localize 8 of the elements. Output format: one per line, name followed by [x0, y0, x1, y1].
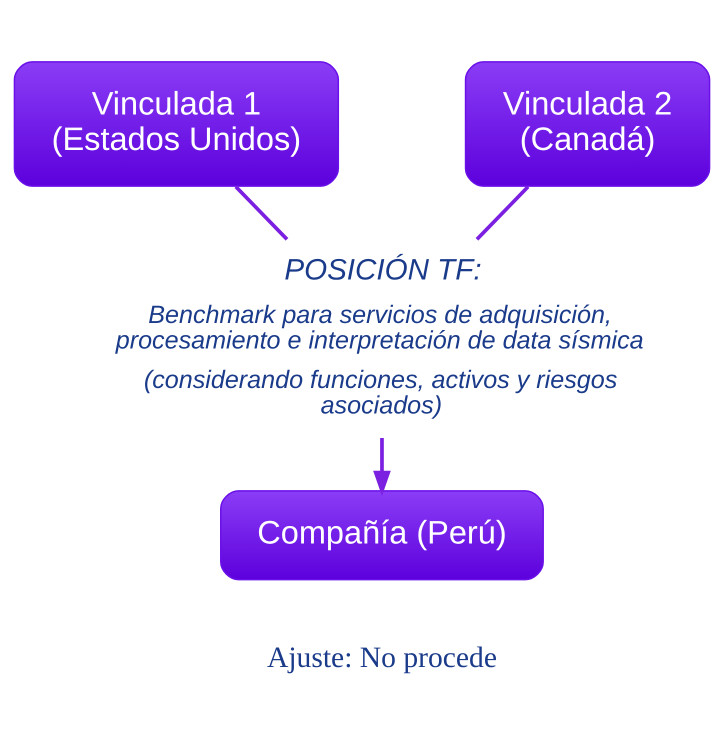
node-box: Vinculada 1 (Estados Unidos) [14, 61, 340, 187]
arrow [373, 438, 391, 496]
node-box: Compañía (Perú) [220, 490, 544, 580]
node-label: Ajuste: No procede [266, 642, 497, 674]
connector [234, 185, 288, 241]
node-box: Vinculada 2 (Canadá) [464, 61, 710, 187]
node-text: POSICIÓN TF: Benchmark para servicios de adquisición, procesamiento e interpretación de data sísmica (considerando funciones, activos y riesgos asociados) [116, 253, 644, 420]
connector [476, 185, 530, 241]
